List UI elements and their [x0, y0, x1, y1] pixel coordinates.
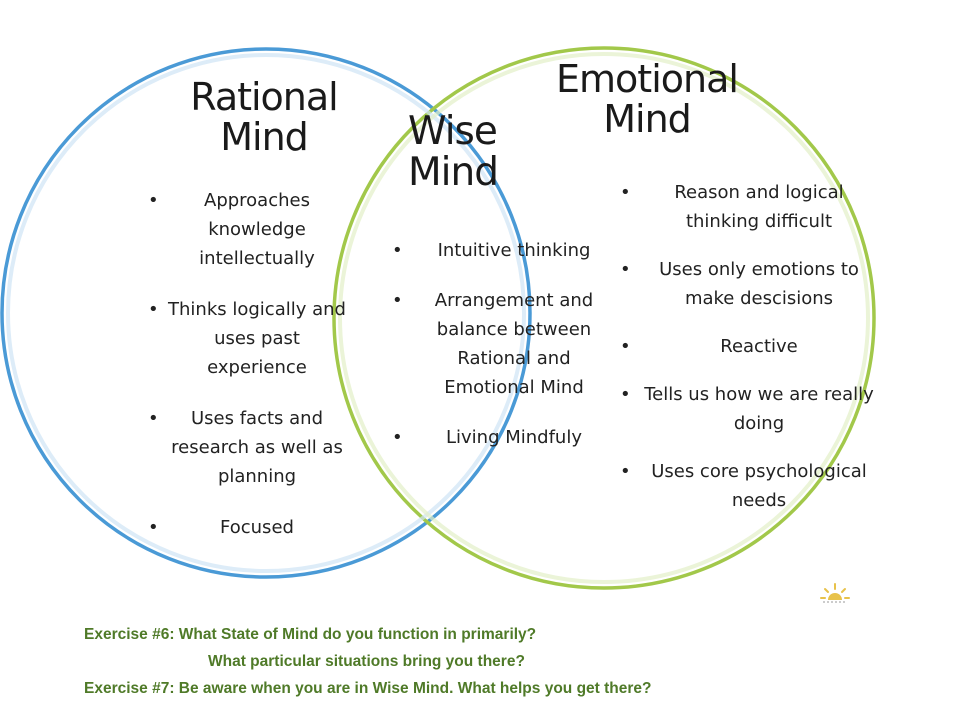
list-item: Tells us how we are really doing: [620, 380, 880, 438]
list-item: Reactive: [620, 332, 880, 361]
rational-title-line-1: Rational: [190, 75, 339, 119]
list-item: Thinks logically and uses past experienc…: [148, 295, 348, 382]
wise-mind-title: Wise Mind: [408, 109, 538, 195]
emotional-mind-list: Reason and logical thinking difficult Us…: [620, 178, 880, 534]
emotional-mind-title: Emotional Mind: [544, 57, 750, 141]
exercise-6-followup: What particular situations bring you the…: [208, 653, 525, 670]
list-item: Living Mindfuly: [392, 423, 618, 452]
rational-title-line-2: Mind: [220, 114, 309, 159]
sun-icon: [820, 583, 850, 603]
list-item: Uses facts and research as well as plann…: [148, 404, 348, 491]
list-item: Arrangement and balance between Rational…: [392, 286, 618, 402]
exercise-text-block: Exercise #6: What State of Mind do you f…: [84, 621, 904, 702]
wise-title-line-2: Mind: [408, 149, 499, 195]
list-item: Uses only emotions to make descisions: [620, 255, 880, 313]
list-item: Focused: [148, 513, 348, 542]
wise-title-line-1: Wise: [408, 109, 498, 154]
list-item: Reason and logical thinking difficult: [620, 178, 880, 236]
rational-mind-title: Rational Mind: [178, 75, 350, 159]
rational-mind-list: Approaches knowledge intellectually Thin…: [148, 186, 348, 564]
list-item: Uses core psychological needs: [620, 457, 880, 515]
emotional-title-line-1: Emotional: [556, 57, 739, 101]
exercise-7-question: Exercise #7: Be aware when you are in Wi…: [84, 680, 652, 697]
list-item: Intuitive thinking: [392, 236, 618, 265]
emotional-title-line-2: Mind: [603, 96, 692, 141]
exercise-6-question: Exercise #6: What State of Mind do you f…: [84, 626, 537, 643]
wise-mind-list: Intuitive thinking Arrangement and balan…: [392, 236, 618, 473]
list-item: Approaches knowledge intellectually: [148, 186, 348, 273]
